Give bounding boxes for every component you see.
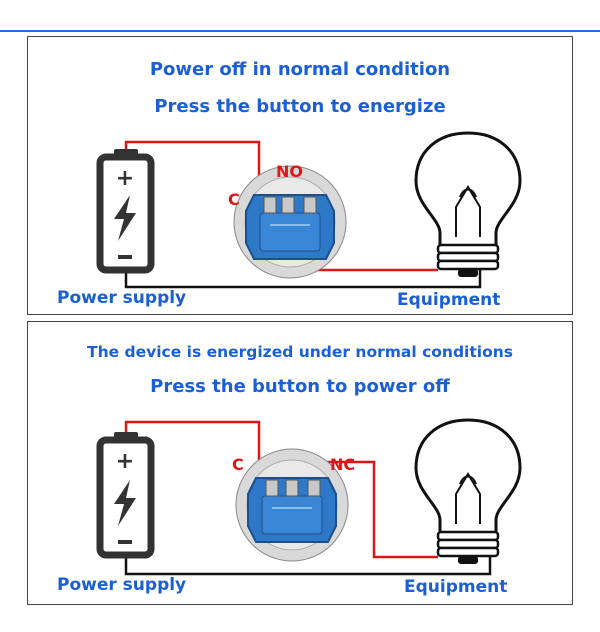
panel-subtitle: Press the button to power off [150, 376, 450, 397]
wiring-diagram: + [96, 418, 522, 576]
terminal-nc-label: NC [330, 455, 356, 474]
top-divider [0, 30, 600, 32]
panel-title: The device is energized under normal con… [87, 343, 513, 361]
svg-text:+: + [116, 166, 134, 191]
terminal-common-label: C [232, 455, 244, 474]
panel-subtitle: Press the button to energize [154, 96, 446, 117]
push-button-icon [233, 165, 347, 279]
push-button-icon [235, 448, 349, 562]
normally-closed-panel: The device is energized under normal con… [27, 321, 573, 605]
light-bulb-icon [414, 418, 522, 564]
normally-open-panel: Power off in normal condition Press the … [27, 36, 573, 315]
power-supply-label: Power supply [57, 288, 187, 308]
wiring-diagram: + [96, 131, 522, 289]
red-wire-top [124, 140, 261, 197]
terminal-no-label: NO [276, 162, 303, 181]
lightning-icon [114, 195, 136, 241]
terminal-common-label: C [228, 190, 240, 209]
svg-text:+: + [116, 449, 134, 474]
red-wire-top [124, 420, 261, 480]
equipment-label: Equipment [397, 290, 501, 310]
light-bulb-icon [414, 131, 522, 277]
equipment-label: Equipment [404, 577, 508, 597]
power-supply-label: Power supply [57, 575, 187, 595]
panel-title: Power off in normal condition [149, 59, 451, 80]
lightning-icon [114, 480, 136, 526]
